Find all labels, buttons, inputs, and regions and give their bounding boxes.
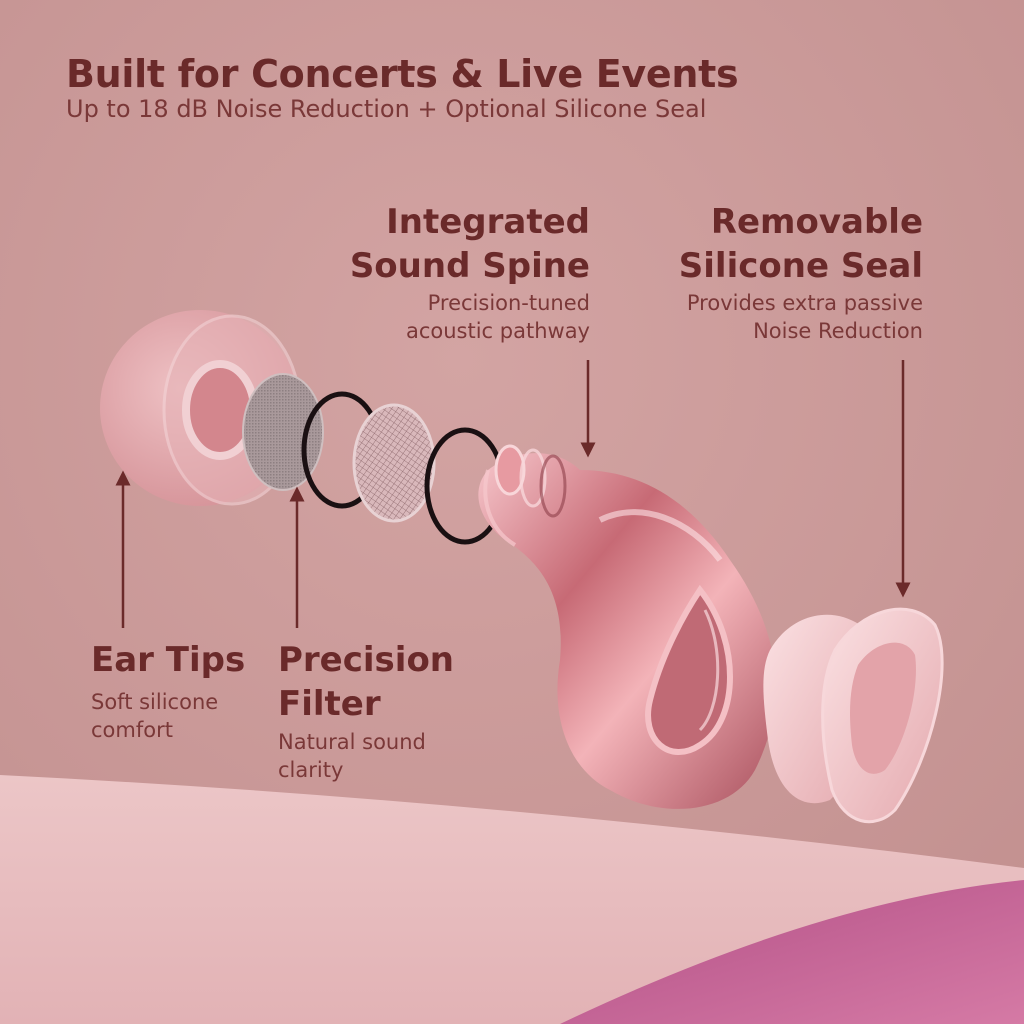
page-subtitle: Up to 18 dB Noise Reduction + Optional S…	[66, 95, 707, 123]
filter-desc-line1: Natural sound	[278, 730, 426, 754]
ear-tips-desc-line1: Soft silicone	[91, 690, 219, 714]
ear-tips-title-line1: Ear Tips	[91, 640, 246, 680]
seal-desc-line1: Provides extra passive	[686, 291, 923, 315]
ear-tips-desc-line2: comfort	[91, 718, 173, 742]
seal-callout-title: Removable Silicone Seal	[640, 200, 923, 288]
silicone-seal	[763, 607, 944, 824]
page-title: Built for Concerts & Live Events	[66, 52, 739, 96]
magenta-accent	[560, 880, 1024, 1024]
sound-spine-body	[478, 444, 776, 809]
seal-title-line1: Removable	[710, 202, 923, 242]
mesh-filter	[352, 403, 436, 523]
filter-title-line1: Precision	[278, 640, 455, 680]
spine-desc-line2: acoustic pathway	[405, 319, 590, 343]
filter-callout-title: Precision Filter	[278, 638, 498, 726]
spine-desc-line1: Precision-tuned	[427, 291, 590, 315]
filter-disc	[242, 373, 324, 491]
spine-title-line2: Sound Spine	[349, 246, 590, 286]
seal-desc-line2: Noise Reduction	[753, 319, 923, 343]
ear-tips-callout-title: Ear Tips	[91, 638, 291, 682]
seal-callout-description: Provides extra passive Noise Reduction	[620, 289, 923, 345]
filter-desc-line2: clarity	[278, 758, 344, 782]
filter-callout-description: Natural sound clarity	[278, 728, 498, 784]
spine-callout-title: Integrated Sound Spine	[330, 200, 590, 288]
seal-title-line2: Silicone Seal	[678, 246, 923, 286]
spine-callout-description: Precision-tuned acoustic pathway	[330, 289, 590, 345]
ear-tips-callout-description: Soft silicone comfort	[91, 688, 291, 744]
spine-title-line1: Integrated	[386, 202, 590, 242]
filter-title-line2: Filter	[278, 684, 381, 724]
